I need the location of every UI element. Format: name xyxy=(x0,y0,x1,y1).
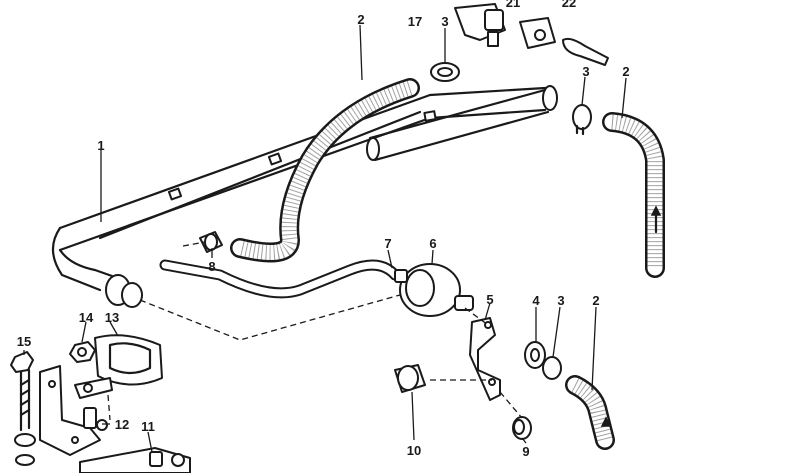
callout-11: 11 xyxy=(141,419,155,434)
callout-12: 12 xyxy=(115,417,129,432)
hose-2-low xyxy=(565,375,615,450)
connector-21 xyxy=(519,17,556,49)
callout-4: 4 xyxy=(532,293,540,308)
sleeve-9 xyxy=(512,416,532,440)
hose-end-22 xyxy=(562,37,609,66)
callout-3-right: 3 xyxy=(582,64,589,79)
sleeve-8 xyxy=(199,231,223,253)
hose-2-right xyxy=(602,112,665,278)
clamp-3-top xyxy=(430,62,460,82)
callout-21: 21 xyxy=(506,0,520,10)
bracket-5 xyxy=(469,317,501,401)
callout-14: 14 xyxy=(79,310,94,325)
nut-14 xyxy=(69,341,96,363)
fuel-damper-6 xyxy=(394,263,474,317)
callout-2-low: 2 xyxy=(592,293,599,308)
assembly-dashed-lines xyxy=(107,241,523,421)
stud-12 xyxy=(83,407,108,431)
callout-3-top: 3 xyxy=(441,14,448,29)
callout-13: 13 xyxy=(105,310,119,325)
callout-2-top: 2 xyxy=(357,12,364,27)
fuel-rail-1 xyxy=(51,85,558,308)
clamp-4 xyxy=(524,341,546,369)
leader-lines xyxy=(23,24,627,453)
holder-13 xyxy=(74,334,163,399)
valve-17 xyxy=(454,3,506,47)
callout-5: 5 xyxy=(486,292,493,307)
callout-9: 9 xyxy=(522,444,529,459)
callout-labels: 17 3 21 22 2 3 2 1 7 6 8 5 4 3 2 15 14 1… xyxy=(17,0,630,459)
callout-7: 7 xyxy=(384,236,391,251)
callout-8: 8 xyxy=(208,259,215,274)
callout-1: 1 xyxy=(97,138,104,153)
callout-2-right: 2 xyxy=(622,64,629,79)
callout-3-low: 3 xyxy=(557,293,564,308)
callout-6: 6 xyxy=(429,236,436,251)
damper-10 xyxy=(394,364,426,393)
rail-right-tube xyxy=(366,88,550,162)
callout-22: 22 xyxy=(562,0,576,10)
callout-15: 15 xyxy=(17,334,31,349)
bracket-mount xyxy=(39,365,101,456)
fuel-line-7 xyxy=(159,259,401,299)
base-11 xyxy=(79,447,191,473)
bolt-15 xyxy=(10,351,36,466)
clamp-3-right xyxy=(572,104,592,136)
callout-10: 10 xyxy=(407,443,421,458)
callout-17: 17 xyxy=(408,14,422,29)
hose-2-top xyxy=(230,78,420,263)
clamp-3-low xyxy=(542,356,562,380)
